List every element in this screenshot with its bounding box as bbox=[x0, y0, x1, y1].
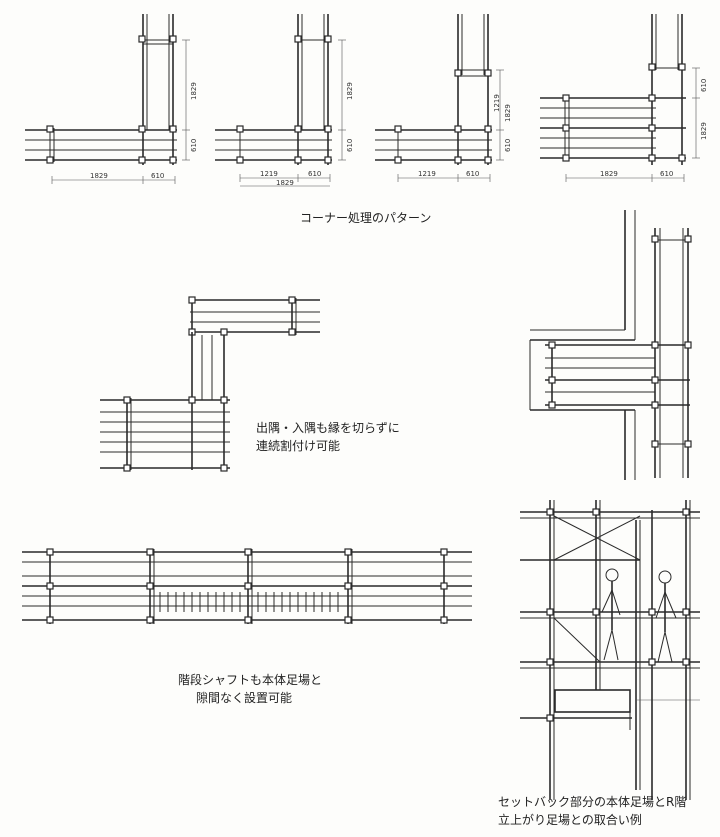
dim-label: 610 bbox=[308, 170, 321, 178]
caption-setback-line1: セットバック部分の本体足場とR階 bbox=[498, 794, 686, 809]
dim-label: 1829 bbox=[346, 82, 354, 100]
caption-setback-line2: 立上がり足場との取合い例 bbox=[498, 812, 642, 827]
dim-label: 1829 bbox=[90, 172, 108, 180]
inout-corner-plan bbox=[100, 296, 320, 472]
caption-corner-patterns: コーナー処理のパターン bbox=[300, 211, 431, 225]
corner-pattern-4: 1829 610 610 1829 bbox=[540, 14, 708, 182]
caption-stair-line2: 隙間なく設置可能 bbox=[196, 690, 292, 705]
setback-elevation bbox=[520, 500, 700, 800]
caption-stair-line1: 階段シャフトも本体足場と bbox=[178, 672, 322, 687]
dim-label: 610 bbox=[660, 170, 673, 178]
worker-figure bbox=[655, 570, 677, 663]
caption-inout-line2: 連続割付け可能 bbox=[256, 438, 340, 453]
dim-label: 1219 bbox=[493, 94, 501, 112]
dim-label: 1829 bbox=[190, 82, 198, 100]
dim-label: 610 bbox=[504, 139, 512, 152]
setback-plan bbox=[529, 210, 692, 480]
dim-label: 1219 bbox=[418, 170, 436, 178]
dim-label: 610 bbox=[700, 79, 708, 92]
dim-label: 1829 bbox=[276, 179, 294, 187]
dim-label: 1219 bbox=[260, 170, 278, 178]
dim-label: 610 bbox=[466, 170, 479, 178]
dim-label: 610 bbox=[346, 139, 354, 152]
stair-shaft-plan bbox=[22, 548, 472, 624]
corner-pattern-1: 1829 610 1829 610 bbox=[25, 14, 198, 184]
dim-label: 610 bbox=[151, 172, 164, 180]
dim-label: 1829 bbox=[700, 122, 708, 140]
dim-label: 1829 bbox=[504, 104, 512, 122]
corner-pattern-2: 1219 610 1829 1829 610 bbox=[215, 14, 354, 187]
corner-pattern-3: 1219 610 1219 1829 610 bbox=[375, 14, 512, 182]
caption-inout-line1: 出隅・入隅も縁を切らずに bbox=[256, 420, 400, 435]
worker-figure bbox=[601, 568, 621, 661]
dim-label: 610 bbox=[190, 139, 198, 152]
dim-label: 1829 bbox=[600, 170, 618, 178]
